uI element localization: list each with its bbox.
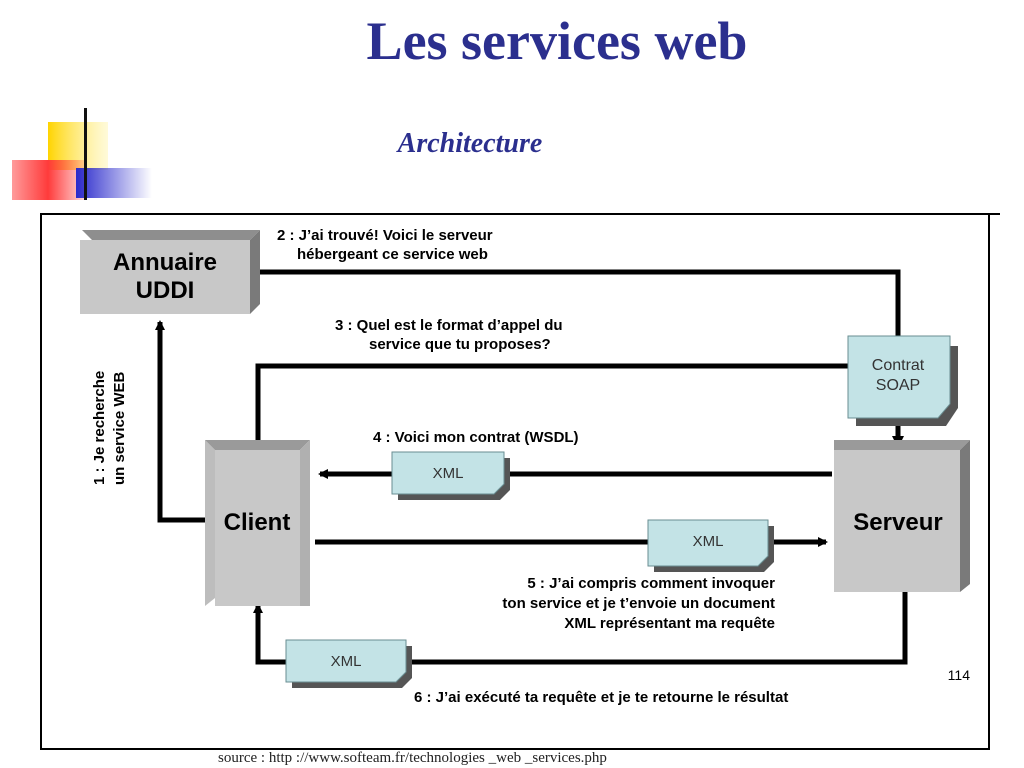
arrow-step1 [155,320,205,523]
xml-document-step6: XML [285,639,412,688]
line-step2 [250,269,901,440]
contrat-label-line1: Contrat [872,357,925,374]
page-number: 114 [948,667,971,683]
step6-label: 6 : J’ai exécuté ta requête et je te ret… [414,689,788,706]
slide-subtitle: Architecture [397,128,543,159]
source-citation: source : http ://www.softeam.fr/technolo… [218,750,607,766]
decorative-logo [12,108,152,200]
figure-frame [40,214,990,750]
uddi-box: Annuaire UDDI [80,230,260,314]
step4-label: 4 : Voici mon contrat (WSDL) [373,429,579,446]
serveur-label: Serveur [853,509,942,536]
step5-line1: 5 : J’ai compris comment invoquer [527,575,775,592]
xml-label-step6: XML [331,653,362,670]
xml-label-step4: XML [433,465,464,482]
step2-line2: hébergeant ce service web [297,246,488,263]
logo-vertical-line [84,108,87,200]
client-label: Client [224,509,291,536]
step5-line3: XML représentant ma requête [564,615,775,632]
logo-blue-bar [76,168,152,198]
uddi-label-line1: Annuaire [113,249,217,276]
arrow-step6 [253,592,908,665]
step1-line2: un service WEB [111,371,128,485]
step1-line1: 1 : Je recherche [91,371,108,485]
client-box: Client [205,440,310,606]
uddi-label-line2: UDDI [136,277,195,304]
line-step3 [255,363,848,450]
figure-frame-top [40,213,1000,215]
contrat-soap-document: Contrat SOAP [847,335,958,426]
slide-title: Les services web [366,11,748,71]
step5-line2: ton service et je t’envoie un document [502,595,775,612]
serveur-box: Serveur [834,440,970,592]
step2-line1: 2 : J’ai trouvé! Voici le serveur [277,227,493,244]
step3-line1: 3 : Quel est le format d’appel du [335,317,563,334]
xml-document-step4: XML [391,451,510,500]
contrat-label-line2: SOAP [876,377,920,394]
logo-red-bar [12,160,84,200]
step3-line2: service que tu proposes? [369,336,551,353]
xml-document-step5: XML [647,519,774,572]
xml-label-step5: XML [693,533,724,550]
